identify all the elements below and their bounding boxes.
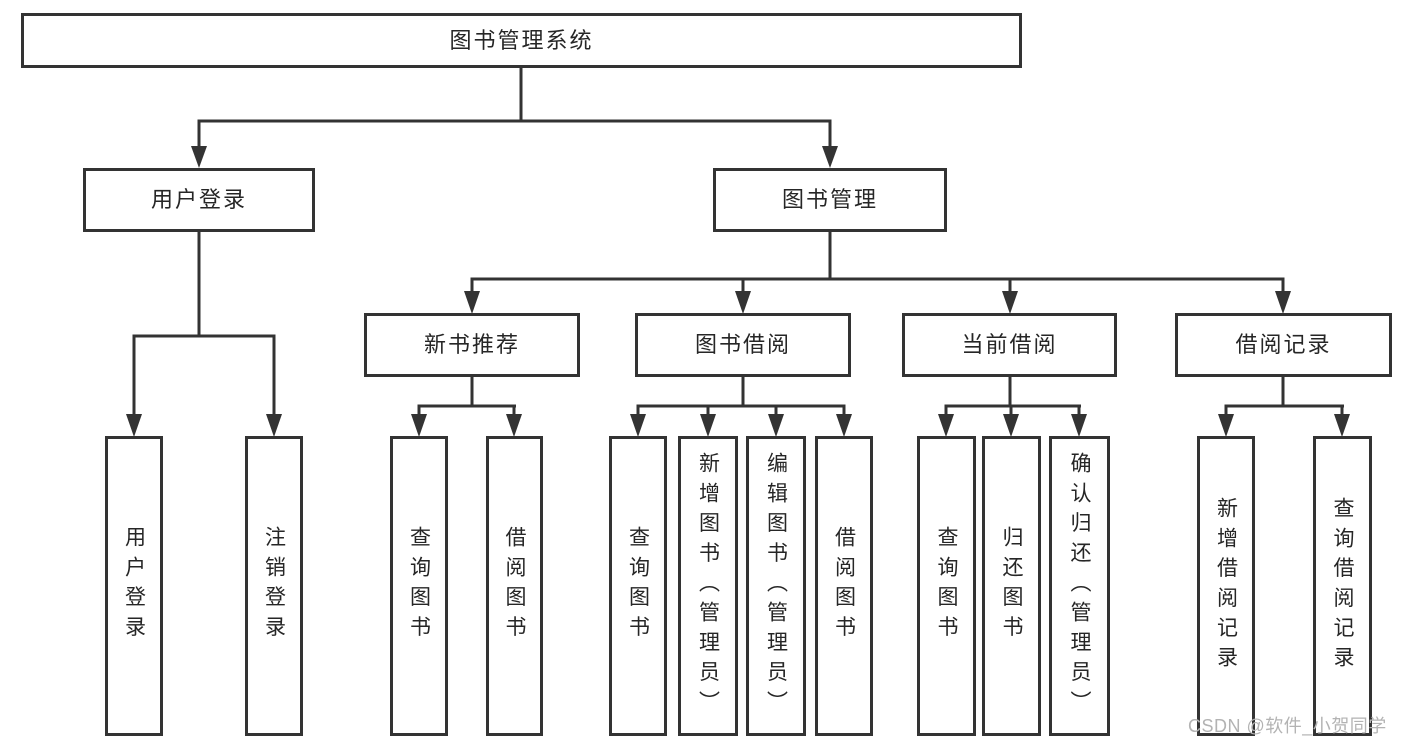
leaf-query-borrow-record: 查询借阅记录 (1313, 436, 1372, 736)
leaf-add-books-admin: 新增图书（管理员） (678, 436, 738, 736)
node-book-borrow: 图书借阅 (635, 313, 851, 377)
leaf-query-books-borrow: 查询图书 (609, 436, 667, 736)
leaf-user-login: 用户登录 (105, 436, 163, 736)
leaf-edit-books-admin: 编辑图书（管理员） (746, 436, 806, 736)
node-current-borrow: 当前借阅 (902, 313, 1117, 377)
leaf-return-books: 归还图书 (982, 436, 1041, 736)
leaf-borrow-books: 借阅图书 (815, 436, 873, 736)
connector-borrow-records-to-leaves (1218, 377, 1350, 437)
node-user-login: 用户登录 (83, 168, 315, 232)
connector-new-book-recommend-to-leaves (411, 377, 522, 437)
connector-book-management-to-level3 (464, 232, 1291, 314)
leaf-borrow-books-recommend: 借阅图书 (486, 436, 543, 736)
leaf-confirm-return-admin: 确认归还（管理员） (1049, 436, 1110, 736)
node-new-book-recommend: 新书推荐 (364, 313, 580, 377)
connector-book-borrow-to-leaves (630, 377, 852, 437)
connector-root-to-level2 (191, 68, 838, 168)
connector-user-login-to-leaves (126, 232, 282, 437)
csdn-watermark: CSDN @软件_小贺同学 (1188, 716, 1387, 736)
root-node: 图书管理系统 (21, 13, 1022, 68)
leaf-add-borrow-record: 新增借阅记录 (1197, 436, 1255, 736)
node-borrow-records: 借阅记录 (1175, 313, 1392, 377)
leaf-logout: 注销登录 (245, 436, 303, 736)
leaf-query-books-current: 查询图书 (917, 436, 976, 736)
leaf-query-books-recommend: 查询图书 (390, 436, 448, 736)
connector-current-borrow-to-leaves (938, 377, 1087, 437)
node-book-management: 图书管理 (713, 168, 947, 232)
